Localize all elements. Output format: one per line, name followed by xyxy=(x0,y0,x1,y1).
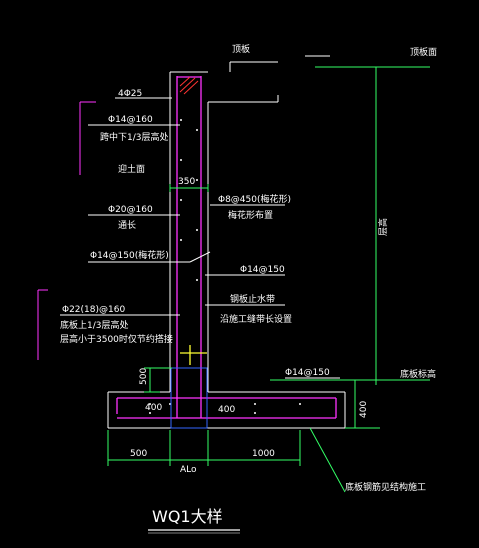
label-4d25: 4Φ25 xyxy=(118,89,142,99)
label-dim-350: 350 xyxy=(178,177,195,187)
base-frame xyxy=(170,367,208,429)
top-hatch xyxy=(179,76,199,95)
label-dim-400-right: 400 xyxy=(218,405,235,415)
label-soil-face: 迎土面 xyxy=(118,163,145,175)
label-dim-400-v: 400 xyxy=(359,401,369,418)
label-d20-160: Φ20@160 xyxy=(108,205,153,215)
label-d22-note-1: 底板上1/3层高处 xyxy=(60,319,129,331)
label-dim-500-v: 500 xyxy=(139,368,149,385)
label-dim-500: 500 xyxy=(130,449,147,459)
drawing-title: WQ1大样 xyxy=(152,507,223,526)
labels: 顶板 顶板面 4Φ25 Φ14@160 跨中下1/3层高处 迎土面 350 Φ2… xyxy=(60,43,437,493)
label-d14-160-note: 跨中下1/3层高处 xyxy=(100,131,169,143)
label-dim-1000: 1000 xyxy=(252,449,275,459)
label-dim-alo: ALo xyxy=(180,465,197,475)
rebar xyxy=(116,76,337,419)
label-d14-150-plum: Φ14@150(梅花形) xyxy=(90,249,169,261)
label-d14-150: Φ14@150 xyxy=(240,265,285,275)
label-d8-450: Φ8@450(梅花形) xyxy=(218,193,291,205)
label-d22-note-2: 层高小于3500时仅节约搭接 xyxy=(60,333,173,345)
title-block: WQ1大样 xyxy=(148,507,240,534)
label-d8-450-note: 梅花形布置 xyxy=(228,209,273,221)
label-steel-plate-note: 沿施工缝带长设置 xyxy=(220,313,292,325)
label-steel-plate: 钢板止水带 xyxy=(230,293,275,305)
label-d20-160-note: 通长 xyxy=(118,219,136,231)
label-d22-160: Φ22(18)@160 xyxy=(62,305,125,315)
dimension-lines xyxy=(107,66,430,493)
label-d14-150-bottom: Φ14@150 xyxy=(285,368,330,378)
label-bottom-note: 底板钢筋见结构施工 xyxy=(345,481,426,493)
label-d14-160: Φ14@160 xyxy=(108,115,153,125)
leader-lines xyxy=(60,55,340,379)
rebar-dots xyxy=(149,119,301,414)
label-dim-400-left: 400 xyxy=(145,403,162,413)
label-floor-level: 底板标高 xyxy=(400,368,436,380)
label-height: 层高 xyxy=(377,218,389,236)
side-brackets xyxy=(37,101,96,360)
label-top-note: 顶板 xyxy=(232,43,250,55)
label-top-level: 顶板面 xyxy=(410,46,437,58)
waterstop xyxy=(180,345,207,365)
